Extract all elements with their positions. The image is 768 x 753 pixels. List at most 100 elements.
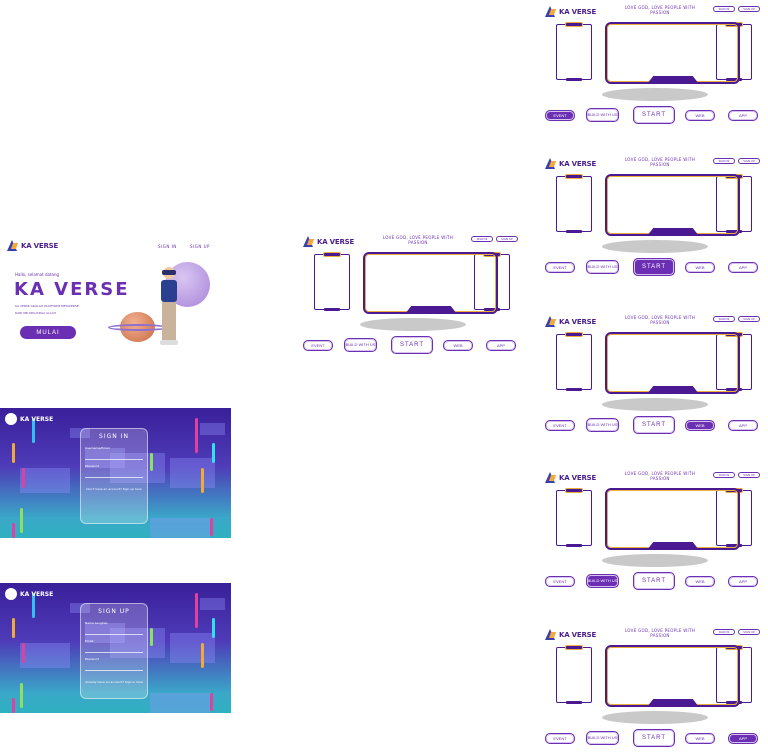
event-button[interactable]: EVENT xyxy=(545,262,575,273)
password-input[interactable] xyxy=(85,477,143,478)
screen-base xyxy=(647,228,699,236)
light-bar xyxy=(22,468,25,488)
event-button[interactable]: EVENT xyxy=(545,576,575,587)
brand-logo: KA VERSE xyxy=(545,6,596,17)
start-button[interactable]: START xyxy=(391,336,433,354)
app-button[interactable]: APP xyxy=(486,340,516,351)
sign-up-button[interactable]: SIGN UP xyxy=(496,236,518,242)
app-button[interactable]: APP xyxy=(728,262,758,273)
panel-cap xyxy=(566,489,582,492)
brand-logo: KA VERSE xyxy=(5,413,53,425)
brand-name: KA VERSE xyxy=(20,415,54,423)
sign-up-button[interactable]: SIGN UP xyxy=(738,158,760,164)
light-bar xyxy=(20,508,23,533)
light-bar xyxy=(12,523,15,538)
build-with-us-button[interactable]: BUILD WITH US xyxy=(586,418,619,432)
sign-in-link[interactable]: Already have an account? Sign in here xyxy=(85,680,143,684)
web-button[interactable]: WEB xyxy=(685,576,715,587)
platform-shadow xyxy=(602,88,708,101)
start-button[interactable]: START xyxy=(633,416,675,434)
screen-base xyxy=(647,76,699,84)
hero-title: KA VERSE xyxy=(14,279,130,300)
light-bar xyxy=(150,628,153,646)
platform-shadow xyxy=(602,554,708,567)
web-button[interactable]: WEB xyxy=(443,340,473,351)
start-button[interactable]: START xyxy=(633,258,675,276)
build-with-us-button[interactable]: BUILD WITH US xyxy=(586,731,619,745)
platform-shadow xyxy=(602,711,708,724)
center-screen xyxy=(605,22,740,84)
sign-in-button[interactable]: SIGN IN xyxy=(713,316,735,322)
decor-panel xyxy=(150,518,210,538)
sign-in-button[interactable]: SIGN IN xyxy=(713,158,735,164)
left-panel xyxy=(556,646,592,704)
brand-name: KA VERSE xyxy=(21,241,59,250)
build-with-us-button[interactable]: BUILD WITH US xyxy=(344,338,377,352)
event-button[interactable]: EVENT xyxy=(303,340,333,351)
sign-up-link[interactable]: Don't have an account? Sign up here xyxy=(86,487,142,491)
password-input[interactable] xyxy=(85,670,143,671)
web-button[interactable]: WEB xyxy=(685,733,715,744)
start-button[interactable]: START xyxy=(633,729,675,747)
logo-icon xyxy=(5,413,17,425)
app-button[interactable]: APP xyxy=(728,576,758,587)
light-bar xyxy=(195,593,198,628)
sign-up-button[interactable]: SIGN UP xyxy=(738,316,760,322)
web-button[interactable]: WEB xyxy=(685,262,715,273)
hero-subtitle-1: KA VERSE ADALAH PLATFORM METAVERSE xyxy=(15,304,79,308)
decor-panel xyxy=(85,623,125,643)
sign-in-button[interactable]: SIGN IN xyxy=(713,629,735,635)
logo-icon xyxy=(545,6,556,17)
decor-panel xyxy=(200,423,225,435)
headline: LOVE GOD, LOVE PEOPLE WITH PASSION xyxy=(624,628,696,638)
sign-in-button[interactable]: SIGN IN xyxy=(471,236,493,242)
build-with-us-button[interactable]: BUILD WITH US xyxy=(586,574,619,588)
platform-shadow xyxy=(602,240,708,253)
app-button[interactable]: APP xyxy=(728,733,758,744)
light-bar xyxy=(22,643,25,663)
event-button[interactable]: EVENT xyxy=(545,420,575,431)
event-button[interactable]: EVENT xyxy=(545,110,575,121)
brand-name: KA VERSE xyxy=(317,237,355,246)
headline: LOVE GOD, LOVE PEOPLE WITH PASSION xyxy=(624,315,696,325)
sign-in-button[interactable]: SIGN IN xyxy=(713,472,735,478)
form-title: SIGN IN xyxy=(99,433,129,440)
sign-up-button[interactable]: SIGN UP xyxy=(738,629,760,635)
field-label: Email xyxy=(85,639,94,643)
web-button[interactable]: WEB xyxy=(685,420,715,431)
mulai-button[interactable]: MULAI xyxy=(20,326,76,339)
username-email-input[interactable] xyxy=(85,459,143,460)
panel-cap xyxy=(566,388,582,391)
app-button[interactable]: APP xyxy=(728,110,758,121)
light-bar xyxy=(195,418,198,453)
event-button[interactable]: EVENT xyxy=(545,733,575,744)
light-bar xyxy=(212,618,215,638)
center-screen xyxy=(605,174,740,236)
logo-icon xyxy=(545,472,556,483)
app-button[interactable]: APP xyxy=(728,420,758,431)
sign-up-button[interactable]: SIGN UP xyxy=(738,472,760,478)
build-with-us-button[interactable]: BUILD WITH US xyxy=(586,108,619,122)
panel-cap xyxy=(566,175,582,178)
sign-in-button[interactable]: SIGN IN xyxy=(713,6,735,12)
left-panel xyxy=(556,175,592,233)
nama-lengkap-input[interactable] xyxy=(85,634,143,635)
decor-panel xyxy=(110,453,165,483)
panel-cap xyxy=(566,230,582,233)
center-screen xyxy=(605,332,740,394)
headline: LOVE GOD, LOVE PEOPLE WITH PASSION xyxy=(624,5,696,15)
start-button[interactable]: START xyxy=(633,572,675,590)
nav-sign-up[interactable]: SIGN UP xyxy=(190,244,210,249)
build-with-us-button[interactable]: BUILD WITH US xyxy=(586,260,619,274)
headline: LOVE GOD, LOVE PEOPLE WITH PASSION xyxy=(624,471,696,481)
start-button[interactable]: START xyxy=(633,106,675,124)
nav-sign-in[interactable]: SIGN IN xyxy=(158,244,177,249)
email-input[interactable] xyxy=(85,652,143,653)
sign-up-button[interactable]: SIGN UP xyxy=(738,6,760,12)
left-panel xyxy=(556,23,592,81)
light-bar xyxy=(201,468,204,493)
web-button[interactable]: WEB xyxy=(685,110,715,121)
home-frame: KA VERSE LOVE GOD, LOVE PEOPLE WITH PASSI… xyxy=(540,2,765,130)
